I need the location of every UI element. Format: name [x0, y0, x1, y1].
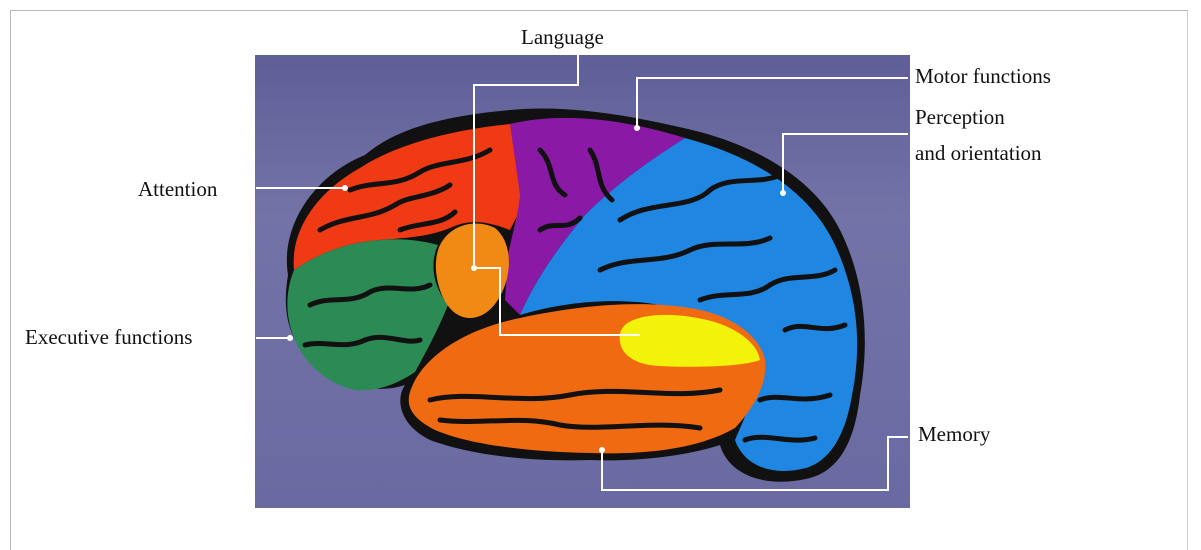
perception-label-line2: and orientation [915, 140, 1042, 166]
memory-label: Memory [918, 421, 990, 447]
executive-functions-label: Executive functions [25, 324, 192, 350]
attention-label: Attention [138, 176, 217, 202]
motor-functions-label: Motor functions [915, 63, 1051, 89]
perception-label-line1: Perception [915, 104, 1005, 130]
language-label: Language [521, 24, 604, 50]
